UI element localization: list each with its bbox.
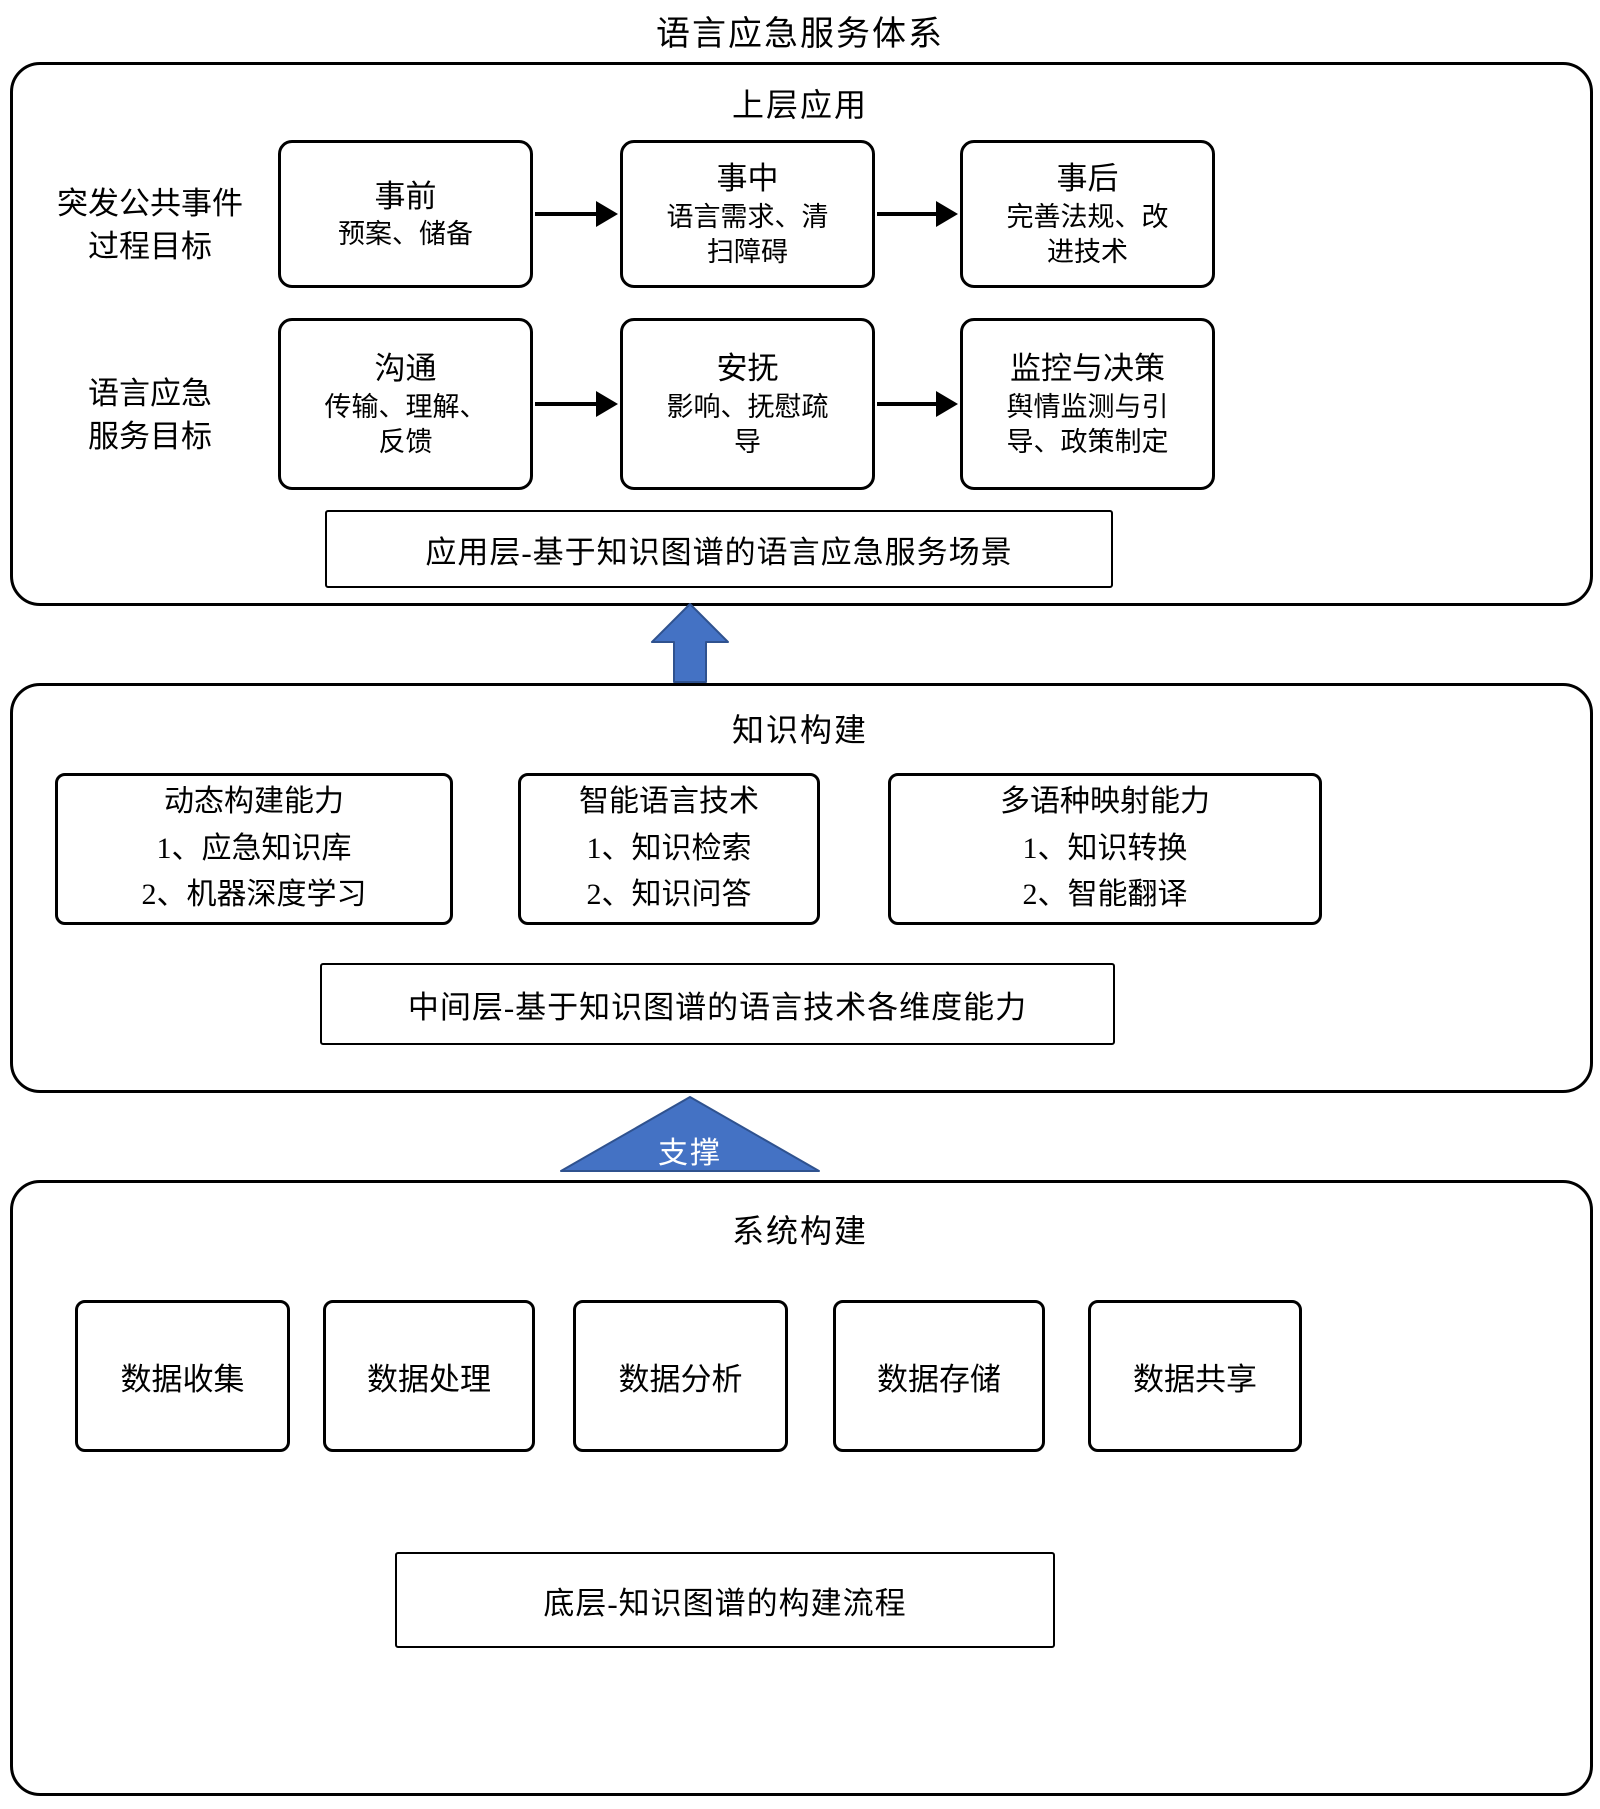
box-pre-event-title: 事前 — [374, 178, 437, 214]
data-box-collection: 数据收集 — [75, 1300, 290, 1452]
arrow-head — [936, 391, 958, 417]
data-box-analysis: 数据分析 — [573, 1300, 788, 1452]
bottom-footer-box: 底层-知识图谱的构建流程 — [395, 1552, 1055, 1648]
arrow-head — [596, 201, 618, 227]
upper-footer-box: 应用层-基于知识图谱的语言应急服务场景 — [325, 510, 1113, 588]
data-box-sharing: 数据共享 — [1088, 1300, 1302, 1452]
box-comfort-title: 安抚 — [716, 350, 779, 386]
box-communication: 沟通 传输、理解、反馈 — [278, 318, 533, 490]
capability-multilingual-title: 多语种映射能力 — [1000, 785, 1210, 819]
middle-panel-heading: 知识构建 — [731, 712, 868, 748]
support-label: 支撑 — [658, 1137, 722, 1170]
box-during-event-desc: 语言需求、清扫障碍 — [666, 201, 829, 267]
capability-box-multilingual-mapping: 多语种映射能力 1、知识转换 2、智能翻译 — [888, 773, 1322, 925]
data-box-storage: 数据存储 — [833, 1300, 1045, 1452]
capability-multilingual-item2: 2、智能翻译 — [1022, 878, 1188, 912]
arrow-shaft — [535, 212, 598, 216]
upper-footer-label: 应用层-基于知识图谱的语言应急服务场景 — [425, 534, 1013, 570]
box-post-event: 事后 完善法规、改进技术 — [960, 140, 1215, 288]
capability-box-language-tech: 智能语言技术 1、知识检索 2、知识问答 — [518, 773, 820, 925]
middle-footer-box: 中间层-基于知识图谱的语言技术各维度能力 — [320, 963, 1115, 1045]
box-post-event-title: 事后 — [1056, 160, 1119, 196]
arrow-shaft — [877, 402, 938, 406]
capability-language-tech-title: 智能语言技术 — [579, 785, 759, 819]
box-post-event-desc: 完善法规、改进技术 — [1006, 201, 1169, 267]
arrow-pre-during-icon — [535, 201, 618, 227]
box-comfort: 安抚 影响、抚慰疏导 — [620, 318, 875, 490]
upper-panel-heading: 上层应用 — [731, 87, 868, 123]
box-monitor-decision: 监控与决策 舆情监测与引导、政策制定 — [960, 318, 1215, 490]
middle-footer-label: 中间层-基于知识图谱的语言技术各维度能力 — [407, 989, 1028, 1025]
arrow-shaft — [877, 212, 938, 216]
up-block-arrow-shape — [651, 603, 729, 683]
arrow-communication-comfort-icon — [535, 391, 618, 417]
support-triangle-icon — [560, 1096, 820, 1172]
arrow-head — [936, 201, 958, 227]
service-goal-label-line1: 语言应急 — [88, 376, 212, 411]
box-during-event: 事中 语言需求、清扫障碍 — [620, 140, 875, 288]
support-triangle-shape — [560, 1096, 820, 1172]
bottom-panel-heading: 系统构建 — [731, 1213, 868, 1249]
arrow-shaft — [535, 402, 598, 406]
capability-dynamic-title: 动态构建能力 — [164, 785, 344, 819]
box-communication-desc: 传输、理解、反馈 — [324, 391, 487, 457]
data-box-analysis-label: 数据分析 — [618, 1361, 743, 1397]
box-communication-title: 沟通 — [374, 350, 437, 386]
arrow-during-post-icon — [877, 201, 958, 227]
capability-dynamic-item1: 1、应急知识库 — [156, 831, 352, 865]
data-box-processing-label: 数据处理 — [367, 1361, 491, 1397]
service-goal-label: 语言应急 服务目标 — [25, 372, 275, 459]
box-monitor-decision-desc: 舆情监测与引导、政策制定 — [1006, 391, 1169, 457]
box-pre-event: 事前 预案、储备 — [278, 140, 533, 288]
bottom-panel — [10, 1180, 1593, 1796]
process-goal-label-line1: 突发公共事件 — [57, 186, 243, 221]
box-pre-event-desc: 预案、储备 — [338, 219, 473, 250]
box-comfort-desc: 影响、抚慰疏导 — [666, 391, 829, 457]
data-box-processing: 数据处理 — [323, 1300, 535, 1452]
process-goal-label-line2: 过程目标 — [88, 229, 212, 265]
data-box-storage-label: 数据存储 — [877, 1361, 1001, 1397]
service-goal-label-line2: 服务目标 — [88, 419, 212, 455]
diagram-title: 语言应急服务体系 — [656, 16, 944, 53]
bottom-footer-label: 底层-知识图谱的构建流程 — [543, 1585, 907, 1621]
data-box-collection-label: 数据收集 — [120, 1361, 245, 1397]
capability-multilingual-item1: 1、知识转换 — [1022, 831, 1188, 865]
data-box-sharing-label: 数据共享 — [1133, 1361, 1257, 1397]
process-goal-label: 突发公共事件 过程目标 — [25, 182, 275, 269]
capability-language-tech-item2: 2、知识问答 — [586, 878, 752, 912]
arrow-comfort-monitor-icon — [877, 391, 958, 417]
arrow-head — [596, 391, 618, 417]
box-monitor-decision-title: 监控与决策 — [1010, 350, 1165, 386]
capability-box-dynamic-construction: 动态构建能力 1、应急知识库 2、机器深度学习 — [55, 773, 453, 925]
up-block-arrow-icon — [651, 603, 729, 683]
capability-dynamic-item2: 2、机器深度学习 — [141, 878, 367, 912]
capability-language-tech-item1: 1、知识检索 — [586, 831, 752, 865]
box-during-event-title: 事中 — [716, 160, 779, 196]
